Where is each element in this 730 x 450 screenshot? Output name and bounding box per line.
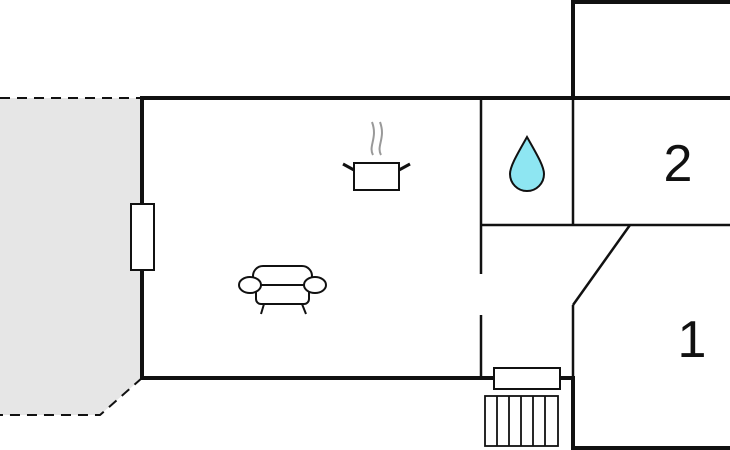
entrance-door bbox=[493, 367, 561, 390]
terrace-area bbox=[0, 98, 142, 415]
entrance-steps bbox=[484, 395, 559, 447]
room-label-bedroom-1: 1 bbox=[678, 311, 707, 369]
window bbox=[130, 203, 155, 271]
interior-walls bbox=[479, 98, 730, 378]
water-drop-icon bbox=[508, 134, 546, 192]
sofa-icon bbox=[238, 265, 327, 315]
terrace-outline-bottom bbox=[0, 377, 143, 416]
room-label-bedroom-2: 2 bbox=[664, 135, 693, 193]
cooking-pot-icon bbox=[342, 121, 411, 191]
